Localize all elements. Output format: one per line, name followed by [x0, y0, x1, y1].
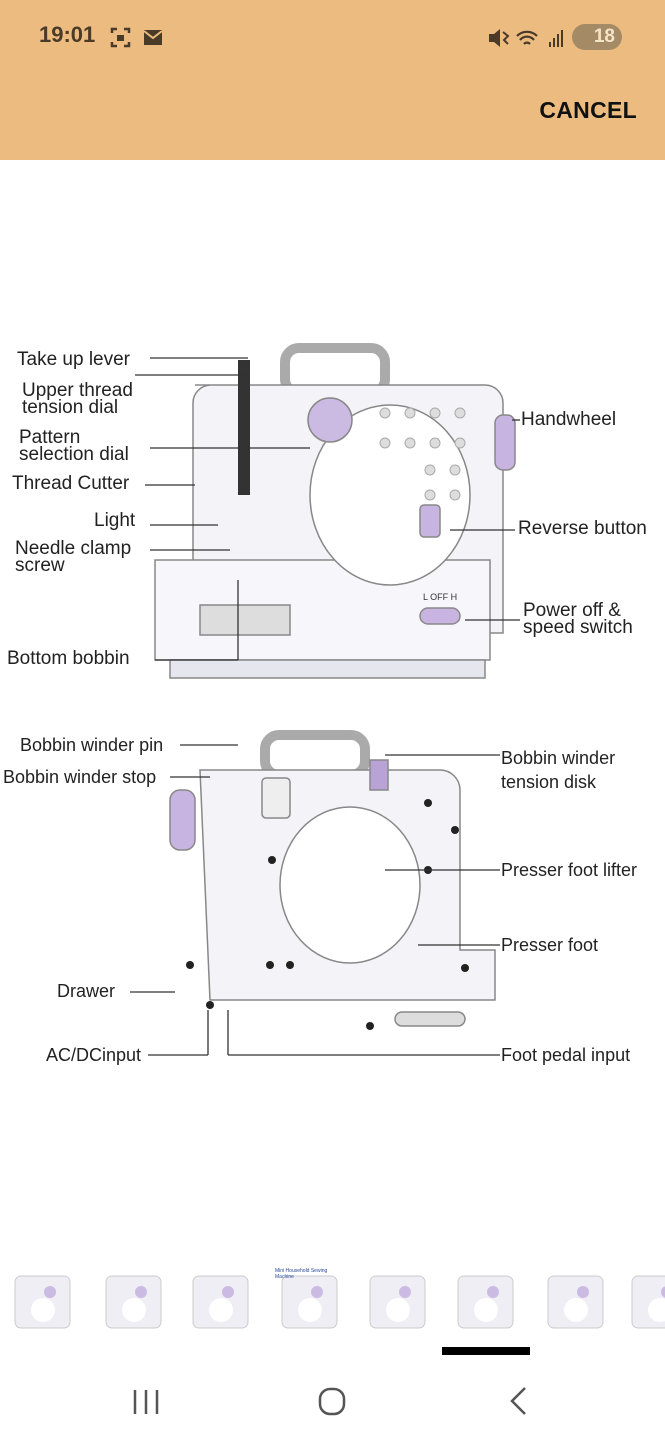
cancel-button[interactable]: CANCEL	[539, 97, 637, 123]
label-handwheel: Handwheel	[521, 409, 617, 430]
label-power-speed-switch: Power off & speed switch	[523, 600, 633, 638]
navigation-bar	[0, 1370, 665, 1430]
thumbnail-image	[547, 1275, 604, 1329]
thumbnail-caption: Mini Household Sewing Machine	[275, 1268, 328, 1280]
thumbnail-image	[281, 1275, 338, 1329]
label-bottom-bobbin: Bottom bobbin	[7, 648, 130, 669]
label-thread-cutter: Thread Cutter	[12, 473, 130, 494]
thumbnail-8[interactable]	[622, 1262, 665, 1340]
label-bobbin-winder-tension-disk: Bobbin winder tension disk	[501, 748, 616, 792]
thumbnail-image	[457, 1275, 514, 1329]
status-time: 19:01	[39, 22, 96, 47]
thumbnail-6-selected[interactable]	[448, 1262, 523, 1340]
label-bobbin-winder-pin: Bobbin winder pin	[20, 735, 164, 755]
back-icon[interactable]	[498, 1384, 538, 1418]
thumbnail-image	[105, 1275, 162, 1329]
thumbnail-5[interactable]	[360, 1262, 435, 1340]
label-drawer: Drawer	[57, 981, 116, 1001]
sewing-machine-diagram: L OFF H	[130, 343, 520, 1056]
label-reverse-button: Reverse button	[518, 518, 647, 539]
header-bar: 19:01 18 CANCEL	[0, 0, 665, 160]
switch-label: L OFF H	[423, 592, 457, 602]
label-presser-foot-lifter: Presser foot lifter	[501, 860, 638, 880]
label-take-up-lever: Take up lever	[17, 349, 131, 370]
selected-thumbnail-indicator	[442, 1347, 530, 1355]
thumbnail-image	[192, 1275, 249, 1329]
thumbnail-4[interactable]: Mini Household Sewing Machine	[272, 1262, 347, 1340]
thumbnail-image	[631, 1275, 665, 1329]
status-icons	[489, 29, 563, 47]
battery-indicator: 18	[572, 24, 622, 50]
recent-apps-icon[interactable]	[126, 1384, 166, 1418]
thumbnail-3[interactable]	[183, 1262, 258, 1340]
thumbnail-strip: Mini Household Sewing Machine	[0, 1262, 665, 1342]
screenshot-icon	[110, 27, 163, 48]
label-needle-clamp-screw: Needle clamp screw	[15, 538, 132, 576]
label-presser-foot: Presser foot	[501, 935, 599, 955]
thumbnail-7[interactable]	[538, 1262, 613, 1340]
product-image[interactable]: L OFF H Take up lever Upper thread tensi…	[0, 160, 665, 1240]
label-upper-thread-tension-dial: Upper thread tension dial	[22, 380, 133, 418]
label-pattern-selection-dial: Pattern selection dial	[19, 427, 129, 465]
thumbnail-image	[369, 1275, 426, 1329]
label-light: Light	[94, 510, 136, 531]
label-ac-dc-input: AC/DCinput	[46, 1045, 142, 1065]
thumbnail-2[interactable]	[96, 1262, 171, 1340]
battery-level: 18	[593, 26, 615, 47]
home-icon[interactable]	[312, 1384, 352, 1418]
thumbnail-image	[14, 1275, 71, 1329]
label-foot-pedal-input: Foot pedal input	[501, 1045, 631, 1065]
label-bobbin-winder-stop: Bobbin winder stop	[3, 767, 157, 787]
thumbnail-1[interactable]	[5, 1262, 80, 1340]
